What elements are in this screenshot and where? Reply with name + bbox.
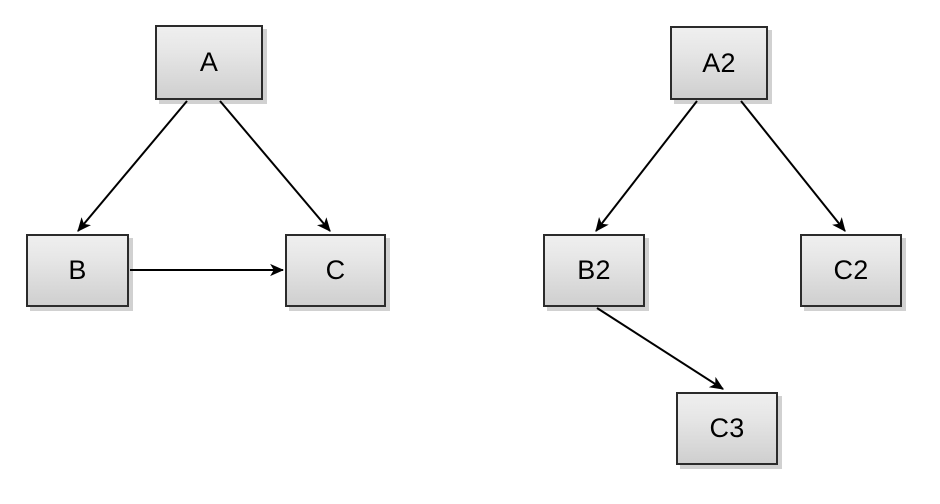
node-a2[interactable]: A2 bbox=[670, 26, 768, 100]
node-c[interactable]: C bbox=[285, 234, 386, 307]
node-a-label: A bbox=[199, 47, 219, 77]
node-b2-label: B2 bbox=[577, 255, 611, 285]
node-c3[interactable]: C3 bbox=[676, 392, 778, 465]
node-b2[interactable]: B2 bbox=[543, 234, 645, 307]
node-b-label: B bbox=[68, 255, 87, 285]
node-a[interactable]: A bbox=[155, 25, 263, 100]
edge-a2-to-c2 bbox=[740, 100, 846, 232]
node-c2-label: C2 bbox=[833, 255, 869, 285]
edge-a-to-c bbox=[219, 100, 331, 232]
node-c2[interactable]: C2 bbox=[800, 234, 902, 307]
node-c-label: C bbox=[325, 255, 346, 285]
edge-a-to-b bbox=[77, 100, 188, 232]
edge-b2-to-c3 bbox=[596, 307, 724, 390]
node-b[interactable]: B bbox=[26, 234, 129, 307]
node-c3-label: C3 bbox=[709, 413, 745, 443]
node-a2-label: A2 bbox=[702, 47, 736, 78]
edge-a2-to-b2 bbox=[595, 100, 698, 232]
